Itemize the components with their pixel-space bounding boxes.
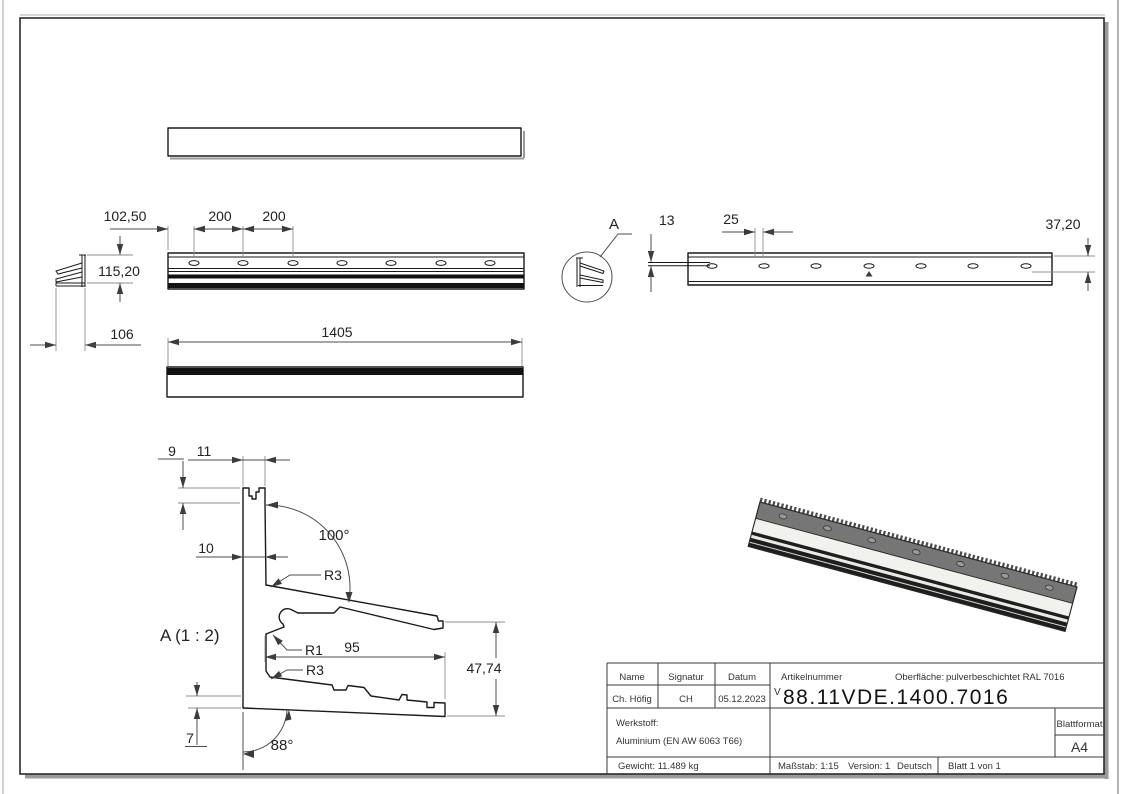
side-view-holes (706, 263, 1032, 269)
sheet-format-value: A4 (1071, 739, 1088, 755)
sheet-format-label: Blattformat (1057, 719, 1103, 730)
side-view-dimensions: 13 25 37,20 A (561, 211, 1095, 303)
front-view-dimensions: 102,50 200 200 115,20 106 1405 (30, 208, 523, 366)
radius-r1: R1 (305, 642, 323, 658)
dim-37-20: 37,20 (1045, 216, 1080, 232)
dim-95: 95 (344, 639, 360, 655)
iso-render (747, 497, 1078, 633)
angle-88: 88° (271, 737, 294, 754)
datum-triangle-marker (865, 271, 873, 277)
dim-47-74: 47,74 (466, 660, 501, 676)
article-number-label: Artikelnummer (781, 672, 842, 683)
language-value: Deutsch (897, 761, 932, 772)
signature-value: CH (679, 694, 693, 705)
article-number: 88.11VDE.1400.7016 (783, 686, 1009, 709)
version-value: Version: 1 (848, 761, 890, 772)
material-label: Werkstoff: (616, 718, 658, 729)
dim-102-50: 102,50 (104, 208, 147, 224)
section-label: A (1 : 2) (160, 626, 220, 645)
section-detail-view: A (1 : 2) 9 11 10 100° R3 R1 95 (158, 443, 507, 770)
render-rail-1 (751, 531, 1069, 620)
date-label: Datum (728, 672, 756, 683)
render-gap (750, 534, 1069, 623)
end-profile-view (55, 254, 86, 287)
signature-label: Signatur (668, 672, 703, 683)
title-block: Name Signatur Datum Ch. Höfig CH 05.12.2… (606, 662, 1104, 774)
weight-value: Gewicht: 11.489 kg (618, 761, 699, 772)
name-label: Name (619, 672, 644, 683)
date-value: 05.12.2023 (718, 694, 766, 705)
dim-13: 13 (659, 212, 675, 228)
article-number-prefix: V (774, 687, 781, 698)
angle-100: 100° (318, 527, 349, 544)
dim-106: 106 (110, 326, 134, 342)
dim-9: 9 (168, 443, 176, 459)
radius-r3-bottom: R3 (306, 662, 324, 678)
surface-label: Oberfläche: (895, 672, 944, 683)
scale-value: Maßstab: 1:15 (778, 761, 839, 772)
dim-1405: 1405 (321, 324, 352, 340)
material-value: Aluminium (EN AW 6063 T66) (616, 736, 742, 747)
detail-callout-a: A (561, 216, 632, 303)
name-value: Ch. Höfig (612, 694, 652, 705)
dim-25: 25 (723, 211, 739, 227)
dim-115-20: 115,20 (98, 263, 140, 279)
bottom-view (166, 366, 524, 398)
surface-value: pulverbeschichtet RAL 7016 (946, 672, 1064, 683)
sheet-number: Blatt 1 von 1 (948, 761, 1001, 772)
detail-a-label: A (609, 216, 619, 233)
front-view-holes (188, 260, 496, 266)
render-screw-holes (778, 513, 1054, 591)
serrated-edge (759, 497, 1078, 588)
radius-r3-top: R3 (324, 567, 342, 583)
dim-10: 10 (198, 540, 214, 556)
dim-7: 7 (186, 730, 194, 746)
dim-200-b: 200 (262, 208, 286, 224)
dim-11: 11 (197, 443, 212, 459)
top-view (167, 127, 525, 160)
dim-200-a: 200 (208, 208, 232, 224)
side-view (648, 252, 1053, 286)
front-view (167, 252, 525, 290)
